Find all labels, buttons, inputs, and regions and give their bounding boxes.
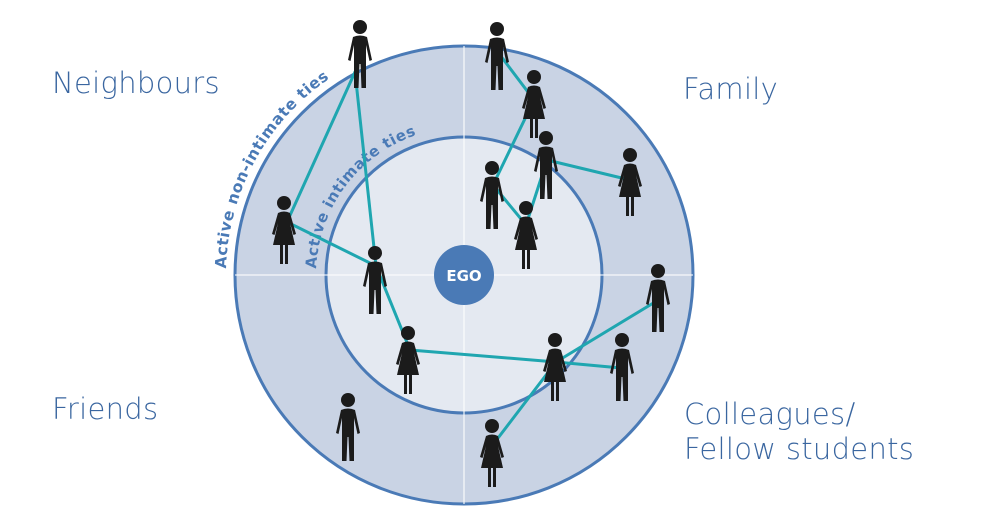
category-family: Family <box>683 72 779 106</box>
tie-line-p1-p3 <box>353 70 378 268</box>
category-colleagues-line1: Colleagues/ <box>684 397 856 431</box>
category-colleagues: Colleagues/ Fellow students <box>684 397 914 467</box>
tie-line-p8-p11 <box>545 158 632 182</box>
category-neighbours: Neighbours <box>52 66 220 100</box>
category-colleagues-line2: Fellow students <box>684 431 915 466</box>
tie-line-p1-p2 <box>285 70 357 224</box>
ego-node: EGO <box>434 245 494 305</box>
tie-line-p14-p13 <box>554 360 623 370</box>
ego-label: EGO <box>446 267 481 285</box>
ego-circle <box>434 245 494 305</box>
tie-line-p2-p3 <box>285 220 378 268</box>
tie-line-p14-p12 <box>554 300 657 364</box>
category-friends: Friends <box>52 392 159 426</box>
tie-line-p4-p14 <box>408 348 558 364</box>
